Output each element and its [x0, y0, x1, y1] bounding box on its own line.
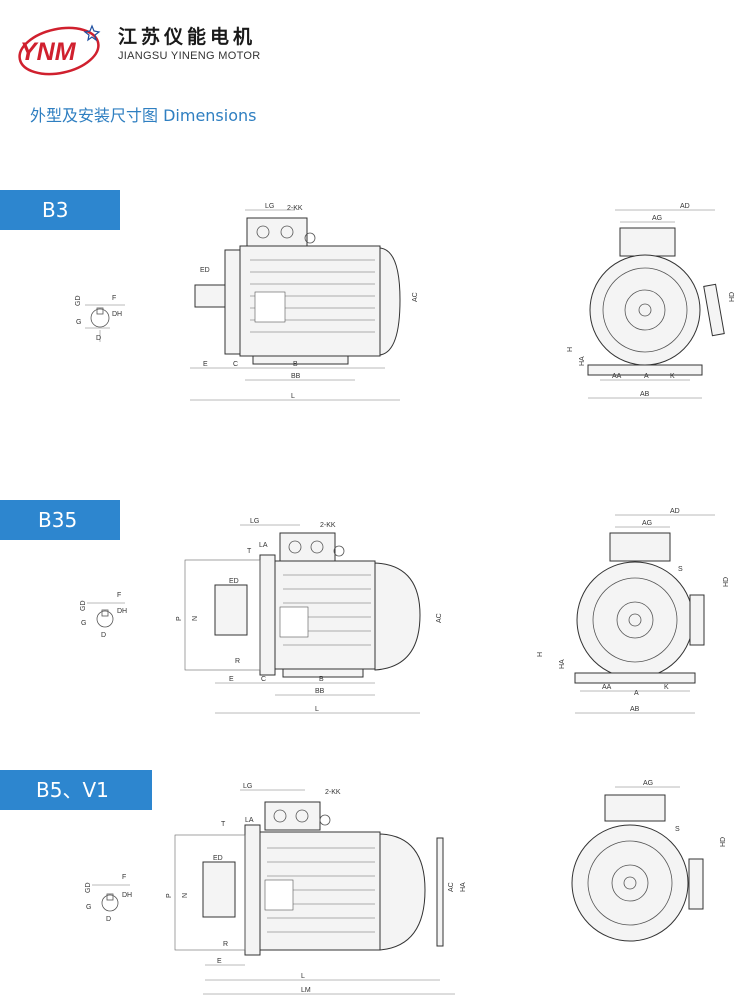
dim-label: AG [642, 520, 652, 527]
b5-side-view: LG 2-KK T LA ED P N AC HA R E L LM [166, 783, 467, 995]
dim-label: B [293, 361, 298, 368]
brand-name-cn: 江苏仪能电机 [118, 26, 257, 48]
dim-label: D [101, 632, 106, 639]
dim-label: AG [652, 215, 662, 222]
b5-end-view: AG S HD [571, 780, 727, 942]
dim-label: AG [643, 780, 653, 787]
dim-label: LG [250, 518, 259, 525]
dim-label: E [203, 361, 208, 368]
b35-side-view: LG 2-KK LA T ED P N AC R E C B BB L [176, 518, 443, 714]
dim-label: DH [122, 892, 132, 899]
dim-label: BB [291, 373, 301, 380]
b35-end-view: AD AG HD S H HA AA A K AB [537, 508, 730, 714]
section-tag-b3: B3 [0, 190, 120, 230]
dim-label: C [233, 361, 238, 368]
dim-label: H [567, 347, 574, 352]
dim-label: LG [243, 783, 252, 790]
dim-label: H [537, 652, 544, 657]
dim-label: P [176, 616, 183, 621]
dim-label: GD [80, 601, 87, 612]
dim-label: L [291, 393, 295, 400]
dim-label: GD [85, 883, 92, 894]
dim-label: S [675, 826, 680, 833]
dim-label: K [670, 373, 675, 380]
dim-label: AB [640, 391, 650, 398]
dim-label: 2-KK [320, 522, 336, 529]
dim-label: AC [412, 292, 419, 302]
section-tag-b5-v1: B5、V1 [0, 770, 152, 810]
dim-label: S [678, 566, 683, 573]
b5-shaft-detail: F GD DH G D [85, 874, 132, 923]
dim-label: R [235, 658, 240, 665]
dim-label: HD [729, 292, 736, 302]
dim-label: ED [229, 578, 239, 585]
dim-label: AB [630, 706, 640, 713]
dim-label: G [86, 904, 91, 911]
dim-label: 2-KK [287, 205, 303, 212]
dim-label: N [192, 616, 199, 621]
dim-label: HA [579, 356, 586, 366]
dim-label: HD [720, 837, 727, 847]
dim-label: T [247, 548, 252, 555]
dim-label: A [644, 373, 649, 380]
dim-label: LM [301, 987, 311, 994]
dim-label: AC [448, 882, 455, 892]
b3-shaft-detail: F GD DH G D [75, 295, 125, 342]
dim-label: AD [670, 508, 680, 515]
dim-label: E [229, 676, 234, 683]
dim-label: LG [265, 203, 274, 210]
dim-label: ED [200, 267, 210, 274]
dim-label: G [81, 620, 86, 627]
dim-label: 2-KK [325, 789, 341, 796]
dim-label: C [261, 676, 266, 683]
dim-label: F [112, 295, 116, 302]
dim-label: D [106, 916, 111, 923]
dim-label: AA [602, 684, 612, 691]
page-title: 外型及安装尺寸图 Dimensions [30, 106, 257, 125]
dim-label: LA [245, 817, 254, 824]
dim-label: AD [680, 203, 690, 210]
dim-label: D [96, 335, 101, 342]
dim-label: DH [112, 311, 122, 318]
svg-text:YNM: YNM [20, 38, 77, 66]
dim-label: LA [259, 542, 268, 549]
dim-label: HA [559, 659, 566, 669]
dim-label: AC [436, 613, 443, 623]
dim-label: G [76, 319, 81, 326]
dim-label: HA [460, 882, 467, 892]
ynm-logo: YNM [18, 24, 101, 76]
dim-label: BB [315, 688, 325, 695]
b3-side-view: LG 2-KK ED AC E C B BB L [190, 203, 419, 401]
dim-label: R [223, 941, 228, 948]
dim-label: F [117, 592, 121, 599]
dim-label: HD [723, 577, 730, 587]
dim-label: T [221, 821, 226, 828]
dim-label: GD [75, 296, 82, 307]
dim-label: P [166, 893, 173, 898]
dim-label: E [217, 958, 222, 965]
dim-label: L [301, 973, 305, 980]
brand-name-en: JIANGSU YINENG MOTOR [118, 50, 261, 62]
dim-label: K [664, 684, 669, 691]
dim-label: AA [612, 373, 622, 380]
dim-label: F [122, 874, 126, 881]
section-tag-b35: B35 [0, 500, 120, 540]
dim-label: L [315, 706, 319, 713]
dim-label: DH [117, 608, 127, 615]
dim-label: A [634, 690, 639, 697]
dim-label: ED [213, 855, 223, 862]
dim-label: B [319, 676, 324, 683]
b35-shaft-detail: F GD DH G D [80, 592, 127, 639]
dim-label: N [182, 893, 189, 898]
b3-end-view: AD AG HD H HA AA A K AB [567, 203, 736, 399]
